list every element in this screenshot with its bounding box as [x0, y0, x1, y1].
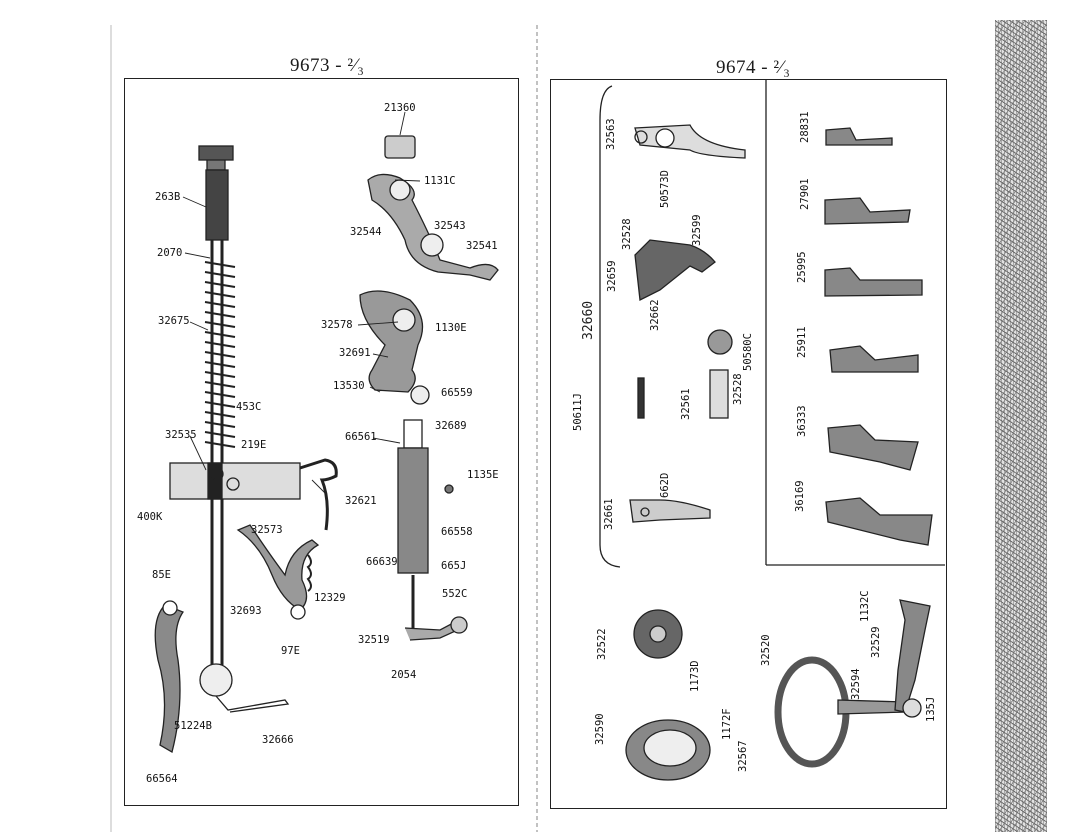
part-label: 1173D [689, 660, 701, 692]
part-label: 32573 [251, 524, 283, 536]
part-label: 66558 [441, 526, 473, 538]
part-label: 665J [441, 560, 467, 572]
part-label: 1130E [435, 322, 467, 334]
part-label: 32659 [606, 260, 618, 292]
part-label: 32594 [850, 668, 862, 700]
right-parts-frame [550, 79, 947, 809]
part-label: 32519 [358, 634, 390, 646]
part-label: 32662 [649, 299, 661, 331]
part-label: 32590 [594, 713, 606, 745]
part-label: 66561 [345, 431, 377, 443]
part-label: 32561 [680, 388, 692, 420]
part-label: 400K [137, 511, 163, 523]
group-label: 32660 [581, 300, 596, 340]
part-label: 12329 [314, 592, 346, 604]
part-label: 135J [925, 696, 937, 722]
left-parts-frame [124, 78, 519, 806]
part-label: 32691 [339, 347, 371, 359]
scan-edge-texture [995, 20, 1047, 832]
part-label: 85E [152, 569, 171, 581]
part-label: 50611J [572, 393, 584, 431]
part-label: 32544 [350, 226, 382, 238]
part-label: 51224B [174, 720, 212, 732]
part-label: 32520 [760, 634, 772, 666]
part-label: 32522 [596, 628, 608, 660]
part-label: 32693 [230, 605, 262, 617]
part-label: 36333 [796, 405, 808, 437]
part-label: 32675 [158, 315, 190, 327]
part-label: 32563 [605, 118, 617, 150]
part-label: 32666 [262, 734, 294, 746]
part-label: 1172F [721, 708, 733, 740]
part-label: 97E [281, 645, 300, 657]
part-label: 32535 [165, 429, 197, 441]
part-label: 28831 [799, 111, 811, 143]
part-label: 32528 [621, 218, 633, 250]
part-label: 36169 [794, 480, 806, 512]
part-label: 50573D [659, 170, 671, 208]
part-label: 2070 [157, 247, 183, 259]
part-label: 50580C [742, 333, 754, 371]
part-label: 21360 [384, 102, 416, 114]
part-label: 32529 [870, 626, 882, 658]
part-label: 32543 [434, 220, 466, 232]
left-page-number: 9673 - ²⁄₃ [290, 55, 365, 76]
part-label: 66559 [441, 387, 473, 399]
part-label: 13530 [333, 380, 365, 392]
part-label: 2054 [391, 669, 417, 681]
part-label: 66639 [366, 556, 398, 568]
right-page-number: 9674 - ²⁄₃ [716, 57, 791, 78]
part-label: 1132C [859, 590, 871, 622]
part-label: 662D [659, 472, 671, 498]
part-label: 32689 [435, 420, 467, 432]
part-label: 32567 [737, 740, 749, 772]
part-label: 219E [241, 439, 267, 451]
part-label: 32541 [466, 240, 498, 252]
part-label: 1135E [467, 469, 499, 481]
part-label: 66564 [146, 773, 178, 785]
part-label: 32621 [345, 495, 377, 507]
part-label: 552C [442, 588, 468, 600]
part-label: 25911 [796, 326, 808, 358]
part-label: 27901 [799, 178, 811, 210]
part-label: 1131C [424, 175, 456, 187]
part-label: 453C [236, 401, 262, 413]
part-label: 25995 [796, 251, 808, 283]
part-label: 32599 [691, 214, 703, 246]
part-label: 263B [155, 191, 181, 203]
part-label: 32528 [732, 373, 744, 405]
part-label: 32578 [321, 319, 353, 331]
part-label: 32661 [603, 498, 615, 530]
